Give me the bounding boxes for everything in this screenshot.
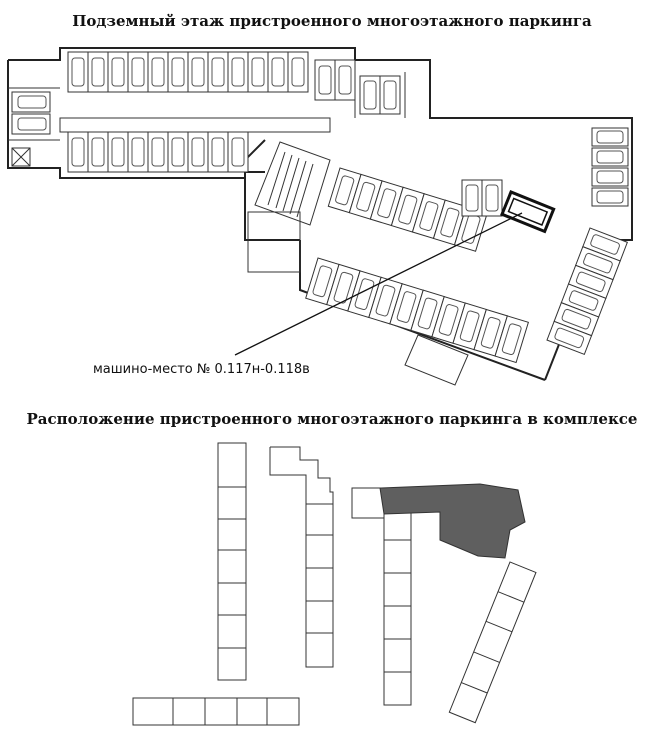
building-right-rotated bbox=[448, 561, 537, 724]
slot-row-rotated-upper bbox=[327, 167, 488, 252]
floor-plan: машино-место № 0.117н-0.118в bbox=[7, 47, 633, 386]
slot-row-rotated-lower bbox=[305, 257, 530, 364]
building-center-vertical bbox=[351, 487, 412, 706]
building-left-tall bbox=[217, 442, 247, 681]
slot-row-top bbox=[67, 51, 401, 115]
callout-line bbox=[234, 212, 523, 356]
floor-plan-title: Подземный этаж пристроенного многоэтажно… bbox=[72, 12, 592, 30]
slot-row-middle bbox=[67, 131, 249, 173]
site-plan bbox=[132, 442, 537, 726]
slot-row-right bbox=[591, 127, 629, 207]
parking-space-label: машино-место № 0.117н-0.118в bbox=[93, 362, 310, 377]
parking-building-highlight bbox=[379, 483, 526, 559]
slot-row-left bbox=[11, 91, 51, 167]
site-plan-title: Расположение пристроенного многоэтажного… bbox=[26, 410, 638, 428]
slot-row-rotated-right bbox=[546, 227, 628, 356]
building-bottom-horizontal bbox=[132, 697, 300, 726]
building-middle-notched bbox=[269, 446, 334, 668]
exit-block bbox=[404, 334, 469, 386]
slot-pair-center bbox=[461, 179, 503, 217]
highlighted-parking-space bbox=[500, 190, 556, 234]
ramp bbox=[247, 141, 331, 273]
